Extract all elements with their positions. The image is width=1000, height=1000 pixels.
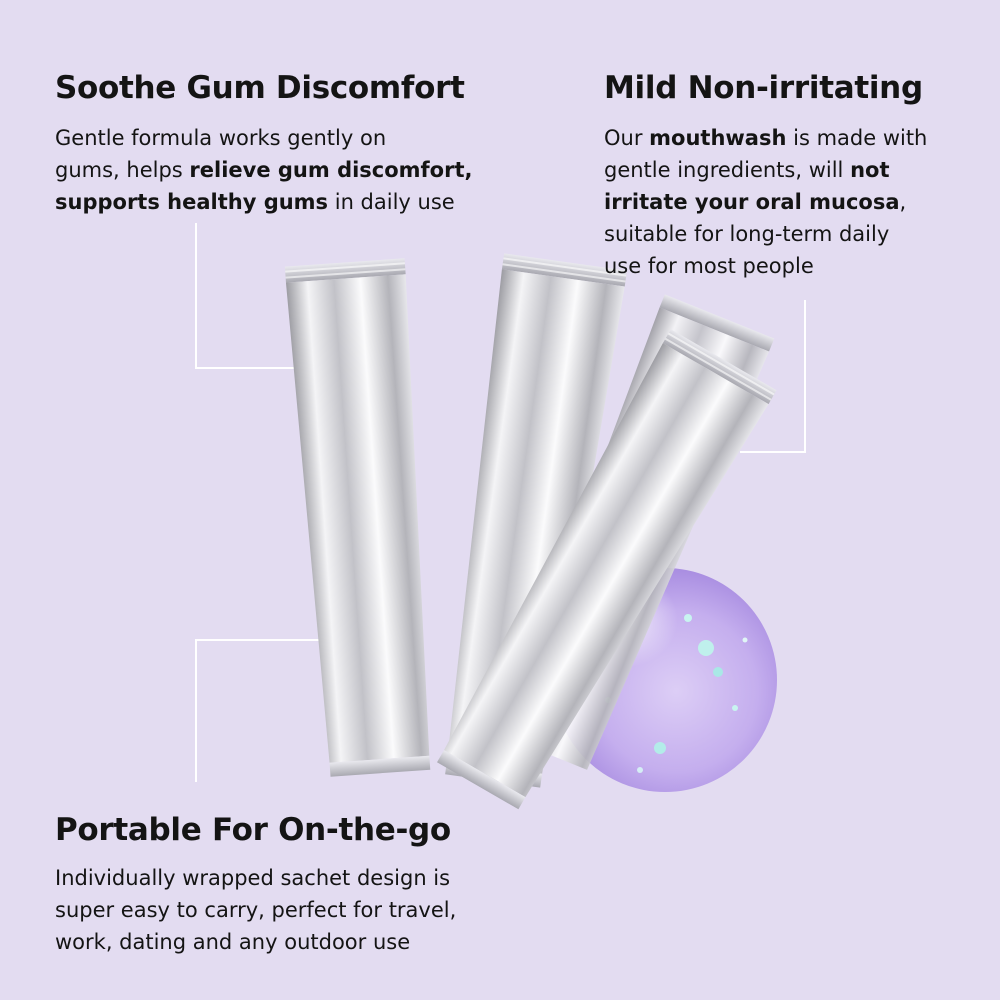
description-line: supports healthy gums in daily use — [55, 186, 473, 218]
text-run: suitable for long-term daily — [604, 222, 890, 246]
description-line: Gentle formula works gently on — [55, 122, 473, 154]
description-line: gums, helps relieve gum discomfort, — [55, 154, 473, 186]
description-line: work, dating and any outdoor use — [55, 926, 456, 958]
description-line: gentle ingredients, will not — [604, 154, 927, 186]
text-run: Individually wrapped sachet design is — [55, 866, 451, 890]
text-run: , — [899, 190, 907, 214]
feature-title: Soothe Gum Discomfort — [55, 70, 465, 106]
text-run: super easy to carry, perfect for travel, — [55, 898, 457, 922]
description-line: irritate your oral mucosa, — [604, 186, 927, 218]
text-run: use for most people — [604, 254, 814, 278]
emphasis-text: relieve gum discomfort, — [189, 158, 473, 182]
connector-gum — [195, 223, 308, 369]
description-line: super easy to carry, perfect for travel, — [55, 894, 456, 926]
description-line: Our mouthwash is made with — [604, 122, 927, 154]
text-run: gums, helps — [55, 158, 190, 182]
feature-mild-non-irritating: Mild Non-irritating Our mouthwash is mad… — [604, 70, 927, 282]
feature-title: Mild Non-irritating — [604, 70, 923, 106]
description-line: Individually wrapped sachet design is — [55, 862, 456, 894]
feature-description: Gentle formula works gently on gums, help… — [55, 122, 473, 218]
emphasis-text: irritate your oral mucosa — [604, 190, 900, 214]
text-run: gentle ingredients, will — [604, 158, 851, 182]
feature-soothe-gum: Soothe Gum Discomfort Gentle formula wor… — [55, 70, 473, 218]
description-line: suitable for long-term daily — [604, 218, 927, 250]
emphasis-text: not — [850, 158, 890, 182]
connector-lines — [195, 223, 806, 782]
text-run: is made with — [786, 126, 928, 150]
feature-portable: Portable For On-the-go Individually wrap… — [55, 812, 456, 958]
connector-mild — [740, 300, 806, 453]
text-run: work, dating and any outdoor use — [55, 930, 411, 954]
connector-portable — [195, 639, 362, 782]
description-line: use for most people — [604, 250, 927, 282]
sachet — [437, 329, 777, 810]
feature-description: Individually wrapped sachet design is sup… — [55, 862, 456, 958]
emphasis-text: mouthwash — [649, 126, 787, 150]
text-run: Gentle formula works gently on — [55, 126, 387, 150]
feature-title: Portable For On-the-go — [55, 812, 451, 848]
text-run: Our — [604, 126, 650, 150]
text-run: in daily use — [328, 190, 455, 214]
sachet — [284, 258, 431, 777]
emphasis-text: supports healthy gums — [55, 190, 329, 214]
